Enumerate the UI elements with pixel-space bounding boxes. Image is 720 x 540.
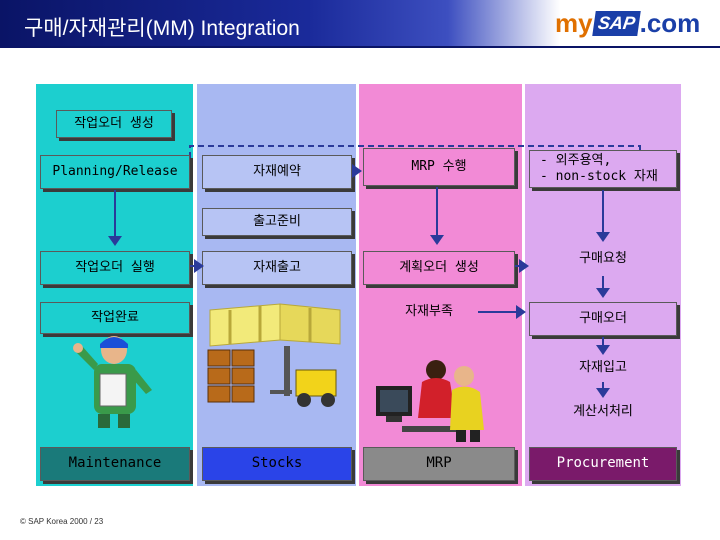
arrow-down-icon bbox=[430, 187, 444, 245]
arrow-down-icon bbox=[596, 276, 610, 298]
external-services-line1: - 외주용역, bbox=[540, 153, 611, 169]
mechanic-clipart-icon bbox=[70, 330, 162, 430]
arrow-down-icon bbox=[596, 190, 610, 242]
warehouse-clipart-icon bbox=[200, 300, 350, 420]
arrow-down-icon bbox=[596, 337, 610, 355]
step-planning-release: Planning/Release bbox=[40, 155, 190, 189]
arrow-right-icon bbox=[190, 259, 204, 273]
step-goods-receipt: 자재입고 bbox=[529, 355, 677, 381]
step-material-shortage: 자재부족 bbox=[388, 298, 470, 326]
arrow-right-icon bbox=[478, 305, 526, 319]
step-create-work-order: 작업오더 생성 bbox=[56, 110, 172, 138]
step-material-reservation: 자재예약 bbox=[202, 155, 352, 189]
step-invoice-processing: 계산서처리 bbox=[529, 399, 677, 425]
step-run-mrp: MRP 수행 bbox=[363, 148, 515, 186]
category-maintenance: Maintenance bbox=[40, 447, 190, 481]
footer-copyright: © SAP Korea 2000 / 23 bbox=[20, 517, 103, 526]
computer-users-clipart-icon bbox=[372, 348, 502, 444]
arrow-down-icon bbox=[108, 190, 122, 246]
category-stocks: Stocks bbox=[202, 447, 352, 481]
step-external-services: - 외주용역, - non-stock 자재 bbox=[529, 150, 677, 188]
step-purchase-order: 구매오더 bbox=[529, 302, 677, 336]
category-procurement: Procurement bbox=[529, 447, 677, 481]
step-issue-preparation: 출고준비 bbox=[202, 208, 352, 236]
step-execute-work-order: 작업오더 실행 bbox=[40, 251, 190, 285]
step-goods-issue: 자재출고 bbox=[202, 251, 352, 285]
external-services-line2: - non-stock 자재 bbox=[540, 169, 658, 185]
step-create-planned-order: 계획오더 생성 bbox=[363, 251, 515, 285]
category-mrp: MRP bbox=[363, 447, 515, 481]
arrow-down-icon bbox=[596, 382, 610, 398]
arrow-right-icon bbox=[515, 259, 529, 273]
step-purchase-requisition: 구매요청 bbox=[529, 244, 677, 274]
arrow-right-icon bbox=[352, 164, 362, 178]
